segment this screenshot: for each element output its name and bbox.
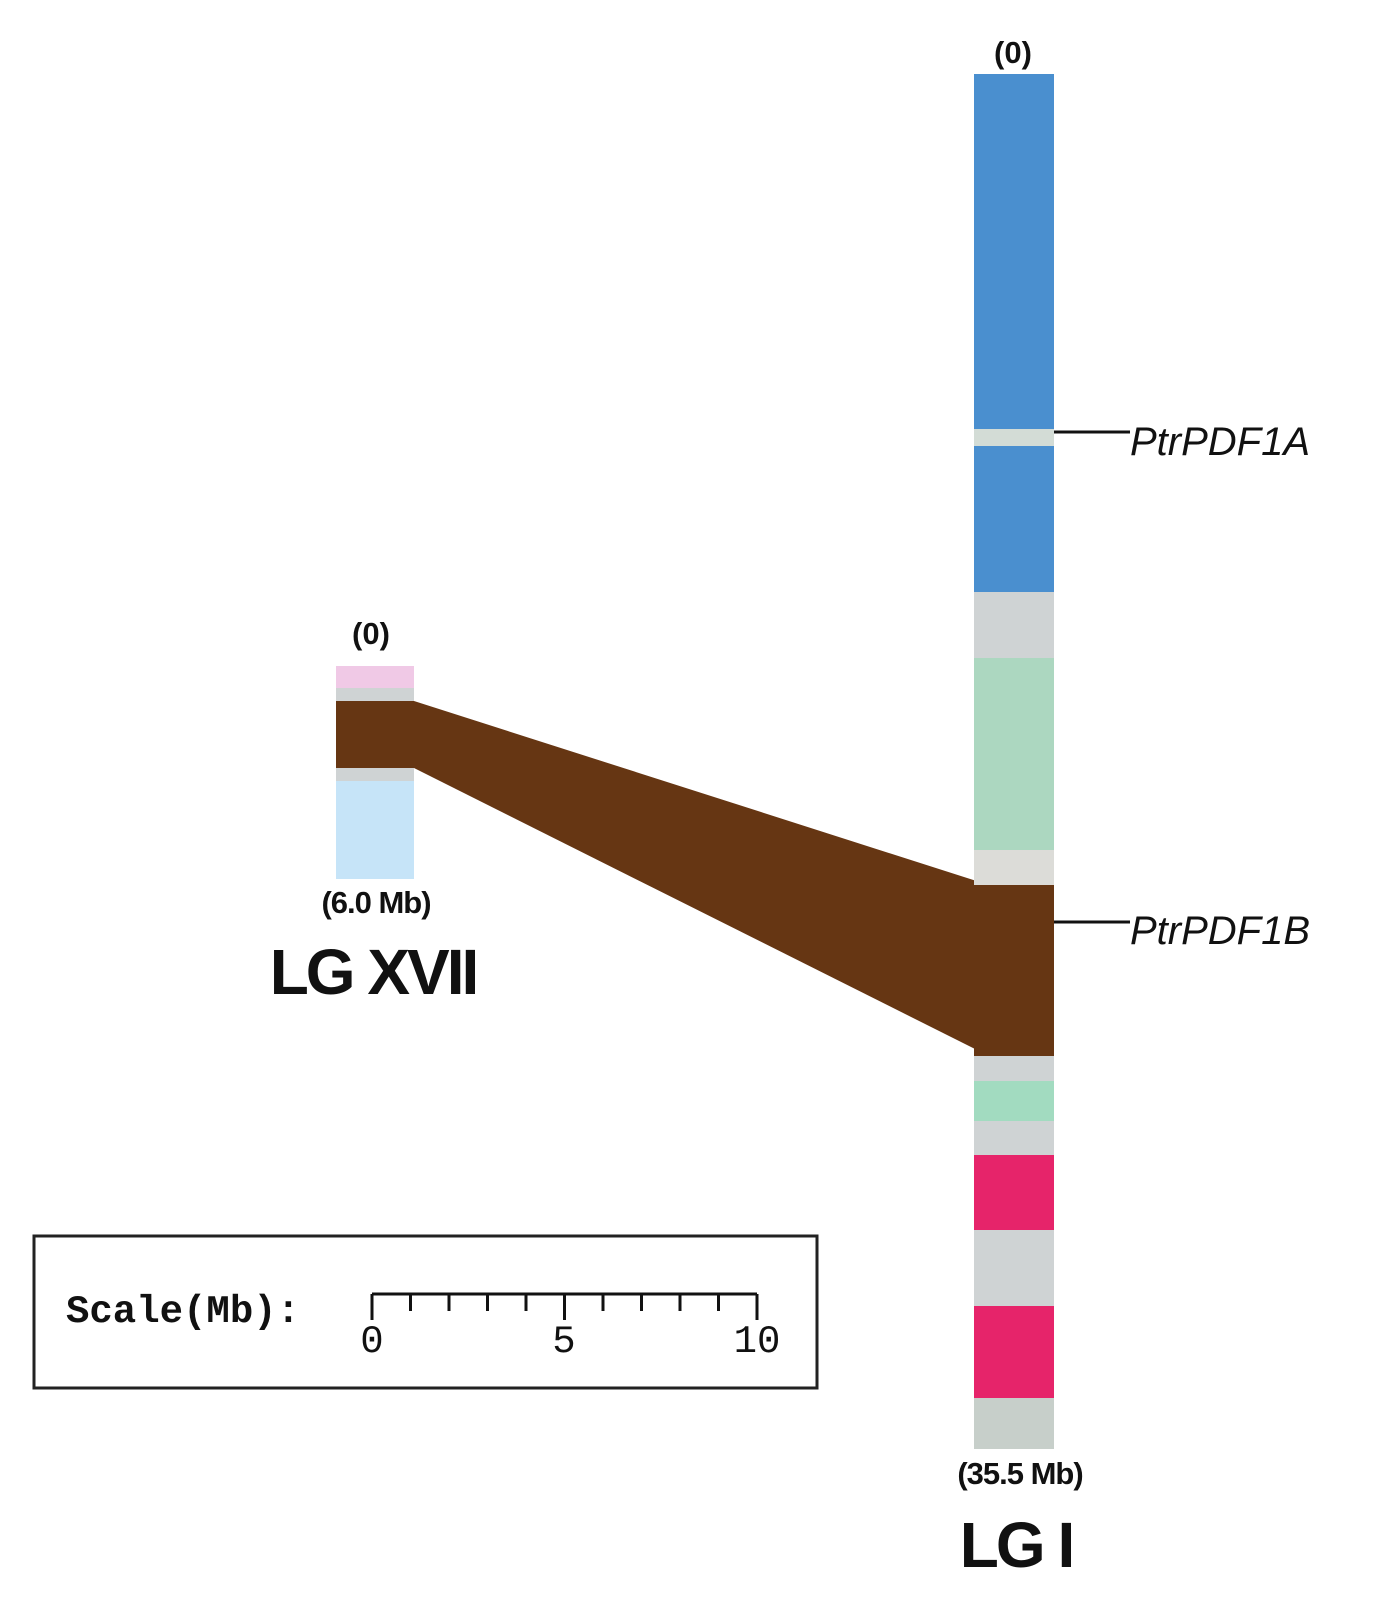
- lgi-segment: [974, 850, 1054, 885]
- lgxvii-name: LG XVII: [270, 936, 477, 1008]
- synteny-ribbon: [414, 701, 989, 1056]
- lgi-segment: [974, 1306, 1054, 1398]
- scale-tick-label: 10: [734, 1320, 781, 1364]
- gene-label: PtrPDF1A: [1130, 420, 1310, 464]
- lgi-segment: [974, 1230, 1054, 1306]
- lgi-segment: [974, 1081, 1054, 1121]
- scale-box: [32, 1234, 819, 1390]
- lgi-name: LG I: [960, 1509, 1072, 1581]
- gene-label: PtrPDF1B: [1130, 909, 1310, 953]
- lgi-segment: [974, 446, 1054, 592]
- lgxvii-segment: [336, 666, 414, 688]
- lgi-segment: [974, 1056, 1054, 1081]
- lgxvii-end-label: (6.0 Mb): [321, 885, 430, 920]
- lgi-segment: [974, 1398, 1054, 1449]
- lgxvii-start-label: (0): [352, 616, 390, 651]
- lgi-segment: [974, 1155, 1054, 1230]
- chromosome-lgi: [974, 74, 1054, 1449]
- scale-tick-label: 5: [552, 1320, 575, 1364]
- lgi-segment: [974, 1121, 1054, 1155]
- lgi-segment: [974, 74, 1054, 429]
- lgi-segment: [974, 592, 1054, 658]
- lgi-start-label: (0): [994, 35, 1032, 70]
- lgi-segment: [974, 658, 1054, 850]
- lgi-end-label: (35.5 Mb): [957, 1456, 1082, 1491]
- lgxvii-segment: [336, 701, 414, 768]
- scale-label: Scale(Mb):: [66, 1290, 300, 1334]
- scale-ticks: [370, 1294, 759, 1320]
- lgi-segment: [974, 885, 1054, 1056]
- scale-legend: Scale(Mb): 0 5 10: [32, 1234, 819, 1390]
- lgxvii-segment: [336, 781, 414, 879]
- lgxvii-segment: [336, 768, 414, 781]
- lgi-segment: [974, 429, 1054, 446]
- chromosome-lgxvii: [336, 666, 414, 879]
- scale-tick-label: 0: [360, 1320, 383, 1364]
- lgxvii-segment: [336, 688, 414, 701]
